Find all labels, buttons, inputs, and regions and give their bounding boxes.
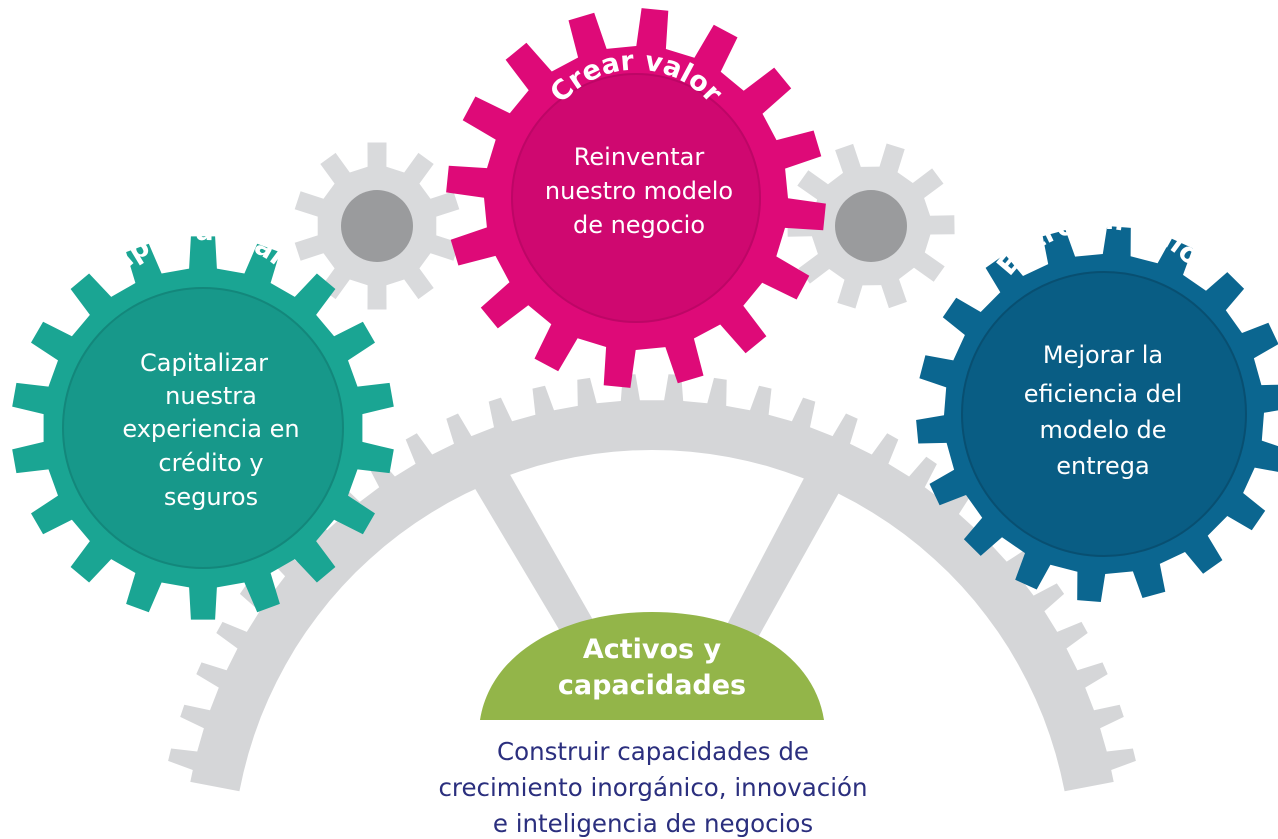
- gear-deliver-text: Mejorar la: [1043, 341, 1163, 369]
- gear-capture-text: seguros: [164, 483, 258, 511]
- small-gray-gear-left: [294, 142, 460, 310]
- gear-deliver-line: modelo de: [1039, 416, 1166, 444]
- small-gray-gear-right: [787, 143, 955, 309]
- gear-deliver-inner-ring: [961, 271, 1247, 557]
- large-gear-teeth: [168, 374, 1136, 792]
- base-title-line: capacidades: [558, 670, 746, 701]
- gear-deliver-line: entrega: [1056, 452, 1149, 480]
- gear-capture-line: experiencia en: [122, 415, 299, 443]
- base-caption-line: crecimiento inorgánico, innovación: [438, 773, 867, 802]
- gear-create-text: nuestro modelo: [545, 177, 733, 205]
- gear-capture-text: nuestra: [165, 382, 257, 410]
- gear-deliver-line: Mejorar la: [1043, 341, 1163, 369]
- base-title-line: Activos y: [583, 634, 722, 665]
- gear-capture-inner-ring: [62, 287, 344, 569]
- gear-create-line: Reinventar: [574, 143, 705, 171]
- base-caption-line: Construir capacidades de: [497, 737, 809, 766]
- gear-deliver: [916, 226, 1278, 602]
- gear-capture-text: experiencia en: [122, 415, 299, 443]
- large-gear-spoke-left: [455, 443, 613, 668]
- gray-gear-left-hub: [341, 190, 413, 262]
- gear-capture-line: crédito y: [158, 449, 263, 477]
- large-gear: [168, 374, 1136, 792]
- gear-capture-line: nuestra: [165, 382, 257, 410]
- gear-create-line: nuestro modelo: [545, 177, 733, 205]
- gear-deliver-text: eficiencia del: [1024, 380, 1183, 408]
- gear-deliver-text: modelo de: [1039, 416, 1166, 444]
- base-caption-line: e inteligencia de negocios: [493, 809, 813, 838]
- gear-create: [446, 8, 826, 388]
- gear-deliver-text: entrega: [1056, 452, 1149, 480]
- gear-deliver-line: eficiencia del: [1024, 380, 1183, 408]
- gear-create-text: Reinventar: [574, 143, 705, 171]
- gear-capture-line: seguros: [164, 483, 258, 511]
- gear-capture-text: Capitalizar: [140, 349, 268, 377]
- gear-create-line: de negocio: [573, 211, 705, 239]
- gear-capture: [12, 236, 394, 620]
- gear-capture-line: Capitalizar: [140, 349, 268, 377]
- base-semicircle: [480, 612, 824, 720]
- gear-create-text: de negocio: [573, 211, 705, 239]
- large-gear-spoke-right: [711, 442, 860, 668]
- gray-gear-right-hub: [835, 190, 907, 262]
- gear-create-inner-ring: [511, 73, 761, 323]
- gear-capture-text: crédito y: [158, 449, 263, 477]
